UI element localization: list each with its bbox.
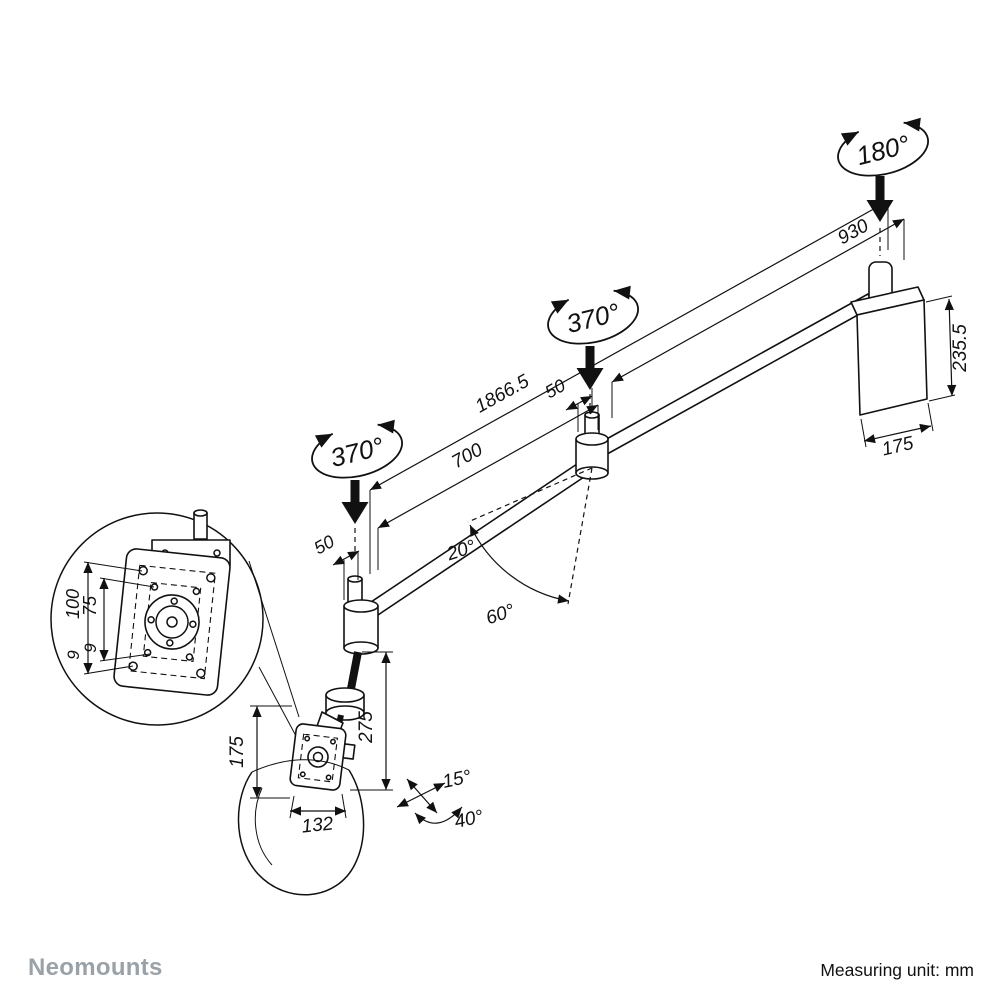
brand-logo: Neomounts: [28, 954, 163, 981]
dim-hole-9: 9: [64, 650, 83, 660]
wall-mount-bracket: [850, 261, 928, 416]
measuring-unit-note: Measuring unit: mm: [820, 960, 974, 980]
monitor-mount-head: [237, 711, 365, 896]
drop-shaft: [346, 651, 362, 695]
dim-hole-9: 9: [81, 643, 100, 653]
angle-15-label: 15°: [441, 766, 474, 793]
monitor-outline: [237, 769, 365, 896]
rotation-370-label: 370°: [563, 297, 622, 339]
head-tilt-angles: 15° 40°: [396, 766, 486, 833]
svg-text:235.5: 235.5: [950, 324, 971, 373]
angle-60-label: 60°: [483, 600, 517, 629]
dim-wall-plate-height: 235.5: [925, 295, 971, 402]
svg-text:1866.5: 1866.5: [472, 371, 533, 418]
rotation-370-label: 370°: [327, 431, 386, 473]
svg-text:132: 132: [301, 813, 335, 837]
vesa-detail-callout: 100 9 75 9: [50, 509, 300, 737]
svg-text:175: 175: [227, 736, 248, 768]
svg-text:275: 275: [356, 711, 377, 744]
arm-tilt-angles: 20° 60°: [443, 467, 593, 629]
dim-drop-column: 275: [350, 651, 393, 791]
center-hub: [144, 594, 200, 650]
down-arrow-icon: [576, 346, 604, 390]
dim-head-width: 132: [289, 793, 347, 838]
monitor-top-edge: [251, 759, 350, 773]
down-arrow-icon: [341, 480, 369, 524]
rotation-180-label: 180°: [853, 129, 912, 171]
svg-text:930: 930: [834, 215, 872, 249]
dim-vesa-100: 100: [63, 589, 83, 619]
vesa-100-pattern: [128, 564, 216, 680]
svg-text:700: 700: [448, 439, 486, 473]
vesa-plate: [289, 723, 347, 791]
callout-leader-line: [248, 560, 300, 718]
detail-vesa-plate: [113, 548, 231, 696]
down-arrow-icon: [866, 176, 894, 222]
svg-text:50: 50: [541, 375, 568, 402]
monitor-inner-edge: [254, 787, 273, 866]
svg-text:50: 50: [310, 531, 337, 558]
angle-40-label: 40°: [453, 806, 486, 833]
dim-vesa-75: 75: [80, 595, 100, 616]
callout-leader-line: [258, 666, 297, 737]
detail-dimensions: 100 9 75 9: [63, 561, 155, 675]
dim-head-height: 175: [227, 705, 292, 799]
head-joint-and-column: [325, 575, 379, 739]
svg-text:175: 175: [880, 433, 916, 461]
dim-total-reach: 1866.5: [369, 200, 889, 574]
